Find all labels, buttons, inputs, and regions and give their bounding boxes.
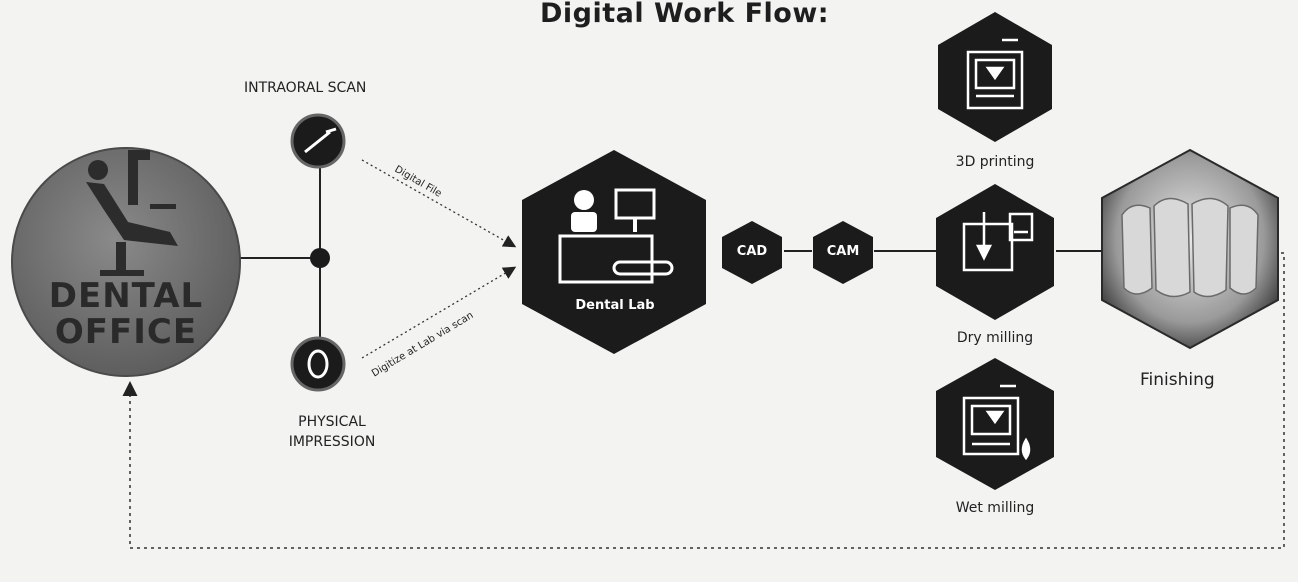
intraoral-scan-label: INTRAORAL SCAN (244, 80, 367, 96)
physical-impression-label: PHYSICAL IMPRESSION (278, 412, 386, 452)
finishing-label: Finishing (1140, 370, 1215, 390)
cad-label: CAD (736, 244, 768, 259)
arrow-digitize (361, 266, 517, 359)
dry-milling-hexagon (936, 184, 1054, 320)
physical-impression-circle (290, 336, 346, 392)
wet-mill-icon (962, 384, 1031, 461)
physical-impression-line2: IMPRESSION (288, 434, 376, 450)
dental-office-line2: OFFICE (54, 312, 198, 352)
dental-chair-icon (86, 150, 178, 276)
printing-3d-label: 3D printing (955, 154, 1035, 170)
scanner-icon (304, 127, 337, 154)
physical-impression-line1: PHYSICAL (298, 414, 366, 430)
dental-lab-label: Dental Lab (575, 298, 655, 313)
return-loop-arrow (122, 252, 1285, 549)
wet-milling-label: Wet milling (955, 500, 1035, 516)
cam-label: CAM (826, 244, 860, 259)
dental-lab-hexagon (522, 150, 706, 354)
dental-lab-icon (558, 188, 674, 284)
printer-3d-icon (966, 38, 1024, 110)
dental-office-label: DENTAL OFFICE (36, 278, 216, 350)
junction-dot (310, 248, 330, 268)
dry-mill-icon (962, 212, 1034, 272)
diagram-title: Digital Work Flow: (540, 0, 830, 29)
teeth-image (1121, 197, 1259, 298)
arrow-digital-file (361, 159, 517, 248)
dry-milling-label: Dry milling (956, 330, 1034, 346)
dental-office-line1: DENTAL (48, 276, 204, 316)
finishing-hexagon (1101, 148, 1279, 350)
cam-hexagon (813, 221, 873, 284)
cad-hexagon (722, 221, 782, 284)
impression-tray-icon (307, 349, 329, 379)
